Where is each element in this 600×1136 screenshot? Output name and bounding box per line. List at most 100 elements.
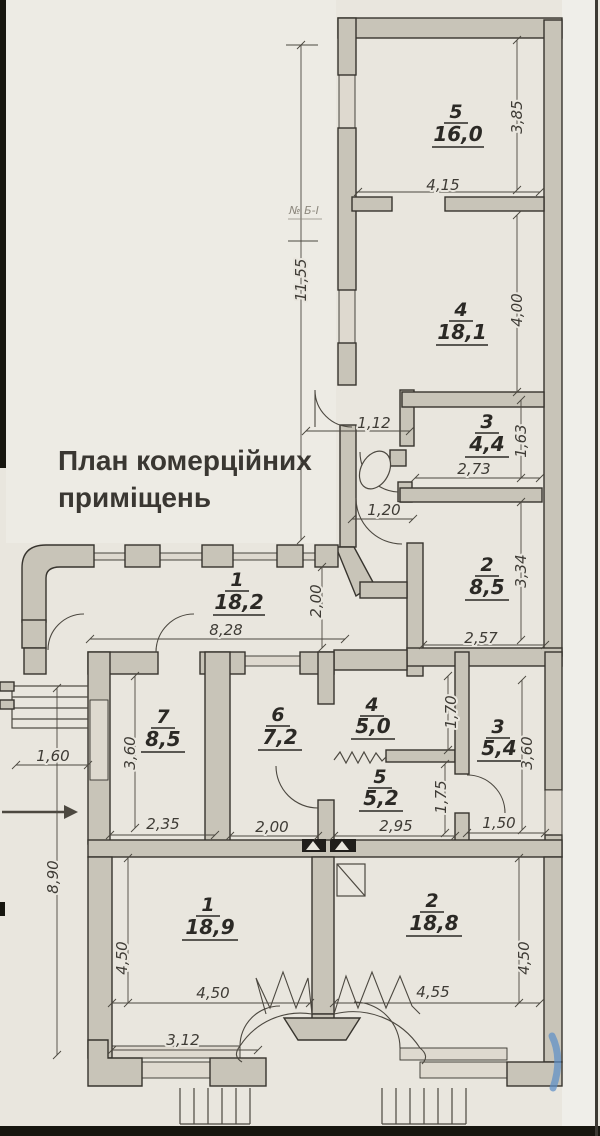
- vent-shaft-box: [336, 863, 366, 897]
- electric-panel-mark: [306, 841, 320, 850]
- room-label-underlines: [141, 122, 521, 941]
- thin-wall: [399, 1047, 508, 1061]
- room-number: 5: [449, 101, 462, 123]
- plan-ref-label: № Б-І: [288, 204, 319, 217]
- dimension-text: 3,60: [121, 736, 139, 769]
- folding-door-icon: [333, 970, 421, 1015]
- room-area: 7,2: [262, 725, 297, 749]
- wall: [543, 856, 563, 1063]
- dimension-text: 3,12: [166, 1031, 199, 1049]
- room-number: 5: [373, 766, 386, 788]
- room-area: 5,0: [355, 714, 391, 738]
- wall: [385, 749, 456, 763]
- blue-marker-stroke: [548, 1032, 562, 1092]
- window-sill: [419, 1061, 509, 1079]
- wall: [543, 19, 563, 657]
- room-area: 8,5: [469, 575, 504, 599]
- entrance-steps: [381, 1088, 467, 1125]
- room-number: 7: [156, 706, 170, 728]
- window-opening: [89, 699, 109, 781]
- room-number: 4: [364, 694, 378, 716]
- folding-door-icon: [333, 1011, 427, 1065]
- wall: [406, 542, 424, 677]
- entrance-steps-icon: [179, 1088, 467, 1125]
- entrance-steps: [179, 1088, 251, 1125]
- dimension-text: 8,90: [44, 860, 62, 893]
- wall: [87, 856, 113, 1059]
- wall: [337, 17, 357, 76]
- room-number: 6: [271, 704, 284, 726]
- dimension-text: 4,55: [416, 983, 449, 1001]
- plan-title-line1: План комерційних: [58, 445, 312, 476]
- fixtures: [302, 450, 392, 897]
- room-number: 3: [491, 716, 504, 738]
- direction-arrow-icon: [2, 805, 78, 819]
- dimension-text: 4,50: [113, 941, 131, 974]
- scan-edge-bottom: [0, 1126, 600, 1136]
- door-arc: [239, 1005, 281, 1047]
- dimension-line: [16, 44, 545, 1051]
- electric-panel-icon: [302, 839, 356, 852]
- dimension-text: 1,12: [357, 414, 390, 432]
- dimension-text: 2,00: [255, 818, 288, 836]
- wall: [311, 856, 335, 1015]
- room-area: 18,9: [185, 915, 234, 939]
- door-arc: [47, 613, 85, 651]
- dimension-text: 2,35: [146, 815, 179, 833]
- wall-pier: [389, 449, 407, 467]
- room-area: 8,5: [145, 727, 180, 751]
- door-arc: [355, 497, 403, 545]
- scan-edge-right: [595, 0, 598, 1136]
- door-arcs: [47, 389, 506, 1049]
- entrance-doors: [235, 970, 427, 1065]
- room-area: 4,4: [468, 432, 504, 456]
- wall: [204, 651, 231, 843]
- wall: [399, 487, 543, 503]
- dimension-text: 1,20: [367, 501, 400, 519]
- arrow-head: [64, 805, 78, 819]
- plan-title-line2: приміщень: [58, 482, 211, 513]
- scan-edge-left: [0, 0, 6, 468]
- wall-pier: [314, 544, 339, 568]
- room-area: 5,4: [481, 736, 516, 760]
- wall: [21, 619, 47, 649]
- wall: [337, 17, 563, 39]
- dimension-text: 4,00: [508, 293, 526, 326]
- dimension-text: 11,55: [292, 259, 310, 302]
- paper-light-zone: [6, 0, 336, 543]
- room-number: 3: [480, 411, 493, 433]
- entrance-pier: [282, 1017, 362, 1041]
- window-opening: [338, 74, 356, 129]
- walls: [21, 17, 563, 1087]
- window-opening: [544, 789, 563, 836]
- wall: [339, 424, 357, 548]
- paper-margin: [562, 0, 595, 1136]
- dimension-lines: [11, 35, 550, 1060]
- dimension-text: 4,50: [515, 941, 533, 974]
- room-area: 5,2: [363, 786, 398, 810]
- wall-pier: [276, 544, 304, 568]
- room-area: 18,8: [409, 911, 458, 935]
- vent-shaft-diagonal: [336, 863, 366, 897]
- wall: [544, 651, 563, 791]
- room-number: 2: [480, 554, 493, 576]
- wall-pier: [124, 544, 161, 568]
- window-opening: [244, 655, 301, 667]
- room-area: 18,2: [214, 590, 263, 614]
- room-area: 16,0: [433, 122, 482, 146]
- room-area: 18,1: [437, 320, 486, 344]
- wall-stub: [0, 699, 15, 710]
- door-arc: [314, 389, 353, 428]
- dimension-text: 4,50: [196, 984, 229, 1002]
- dimension-text: 1,70: [442, 695, 460, 728]
- dimension-text: 1,60: [36, 747, 69, 765]
- room-number: 1: [201, 894, 214, 916]
- wall: [23, 647, 47, 675]
- stairs-icon: [0, 681, 89, 729]
- wall-corner-pillar: [87, 1039, 143, 1087]
- vent-shaft-icon: [336, 863, 366, 897]
- wall: [401, 391, 545, 408]
- stairs-treads: [12, 696, 88, 720]
- window-sill: [141, 1061, 211, 1079]
- door-arc: [466, 774, 506, 814]
